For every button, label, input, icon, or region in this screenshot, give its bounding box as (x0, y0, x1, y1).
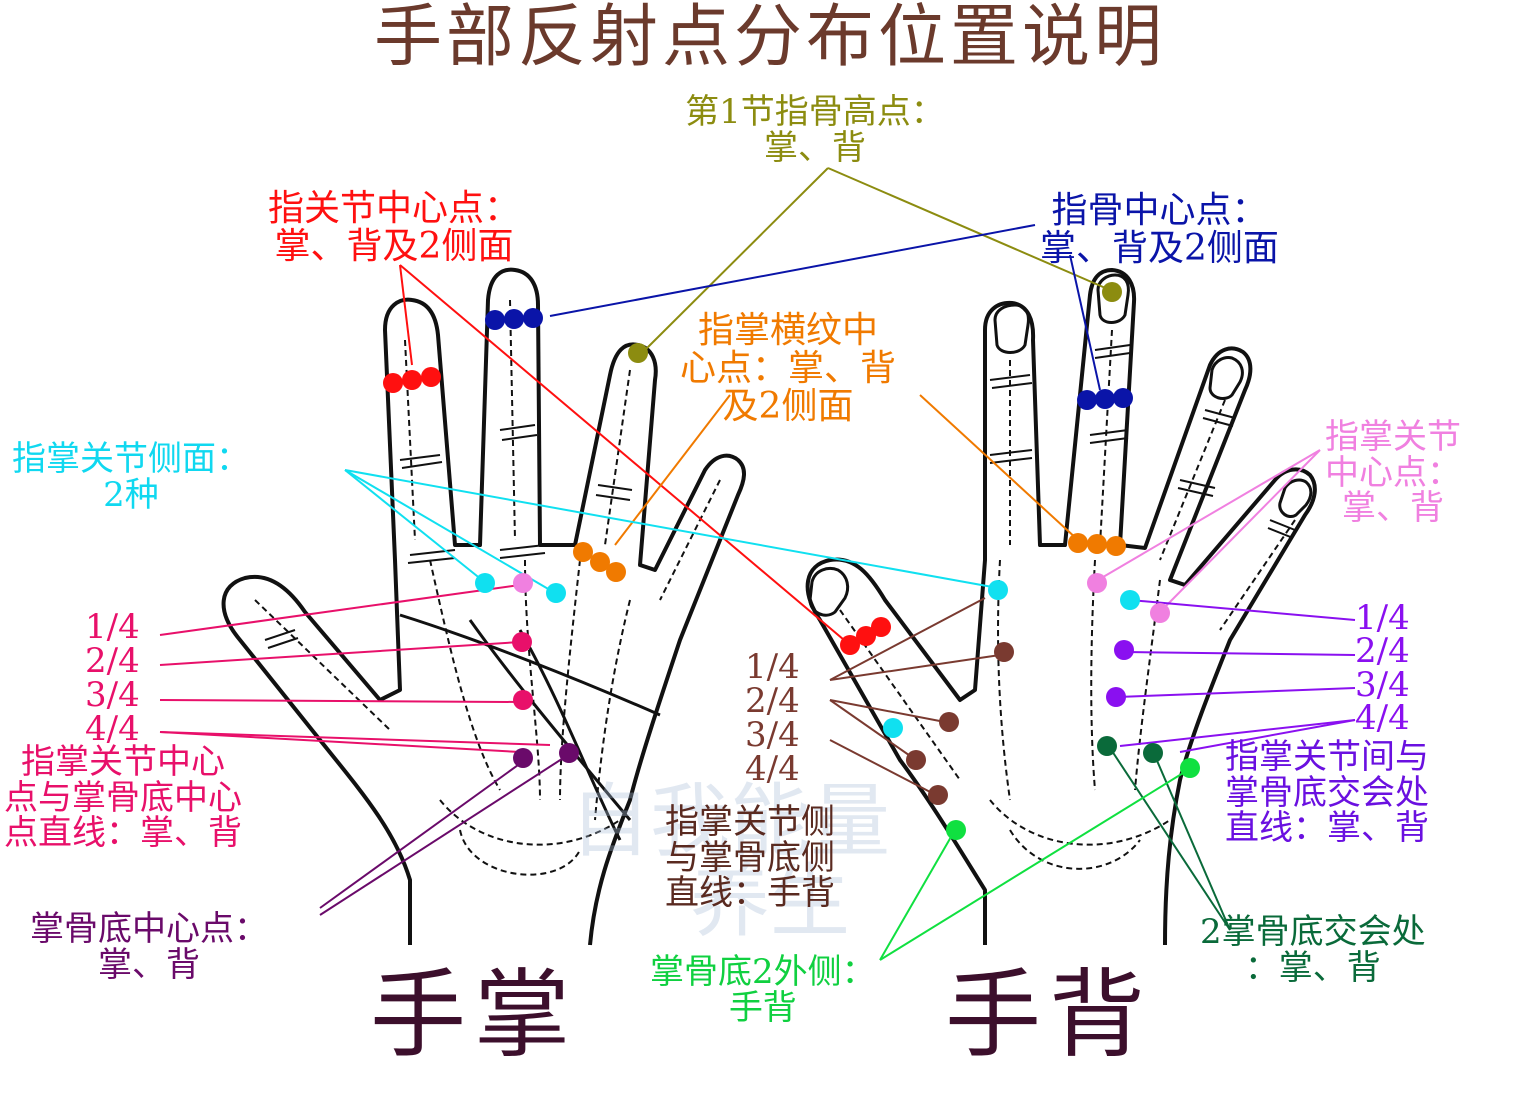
reflex-point-brown (994, 642, 1014, 662)
reflex-point-blue (523, 308, 543, 328)
watermark-line-2: 养生 (690, 855, 850, 948)
label-metacarpal-base-cross: 2掌骨底交会处：掌、背 (1200, 912, 1426, 988)
label-mcp-between-line: 指掌关节间与掌骨底交会处直线：掌、背 (1225, 737, 1429, 849)
reflex-point-red (383, 373, 403, 393)
reflex-point-pink (1087, 573, 1107, 593)
label-phalanx-center: 指骨中心点：掌、背及2侧面 (1040, 190, 1279, 269)
back-label: 手背 (945, 959, 1153, 1071)
reflex-points (383, 282, 1200, 840)
reflex-point-orange (1087, 534, 1107, 554)
palm-hand-outline (221, 267, 746, 946)
reflex-point-olive (1102, 282, 1122, 302)
reflex-point-brown (906, 750, 926, 770)
reflex-point-blue (1095, 389, 1115, 409)
reflex-point-blue (504, 309, 524, 329)
label-finger-joint-center: 指关节中心点：掌、背及2侧面 (268, 188, 521, 267)
label-metacarpal-base-center: 掌骨底中心点：掌、背 (30, 909, 268, 985)
reflex-point-blue (1113, 388, 1133, 408)
reflex-point-olive (628, 343, 648, 363)
reflex-point-green (1180, 758, 1200, 778)
page-title: 手部反射点分布位置说明 (373, 0, 1166, 77)
reflex-point-red (402, 370, 422, 390)
back-hand-outline (805, 268, 1317, 946)
reflex-point-pink (1150, 603, 1170, 623)
reflex-point-cyan (475, 573, 495, 593)
reflex-point-purple (559, 743, 579, 763)
reflex-point-magenta (513, 690, 533, 710)
leader-lines (159, 167, 1356, 961)
reflex-point-pink (513, 573, 533, 593)
reflex-point-cyan (1120, 590, 1140, 610)
reflex-point-brown (928, 785, 948, 805)
reflex-point-red (840, 635, 860, 655)
label-mcp-side: 指掌关节侧面：2种 (12, 439, 250, 515)
reflex-point-orange (1106, 536, 1126, 556)
reflex-point-darkgreen (1143, 743, 1163, 763)
label-metacarpal-base-outer: 掌骨底2外侧：手背 (650, 952, 876, 1028)
reflex-point-violet (1114, 640, 1134, 660)
label-mcp-center: 指掌关节中心点：掌、背 (1325, 417, 1461, 529)
reflex-point-darkgreen (1097, 736, 1117, 756)
reflex-point-violet (1106, 687, 1126, 707)
reflex-point-green (946, 820, 966, 840)
label-mcp-side-line: 指掌关节侧与掌骨底侧直线：手背 (665, 802, 835, 914)
reflex-point-magenta (512, 632, 532, 652)
reflex-point-purple (513, 748, 533, 768)
label-palm-mcp-line: 指掌关节中心点与掌骨底中心点直线：掌、背 (4, 742, 242, 854)
label-palm-crease-center: 指掌横纹中心点：掌、背及2侧面 (680, 310, 897, 427)
reflex-point-orange (590, 552, 610, 572)
reflex-point-red (421, 367, 441, 387)
reflex-point-blue (1077, 390, 1097, 410)
reflex-point-brown (939, 712, 959, 732)
reflex-point-cyan (988, 580, 1008, 600)
reflex-point-red (871, 617, 891, 637)
reflex-point-orange (1068, 533, 1088, 553)
reflex-point-blue (485, 310, 505, 330)
palm-label: 手掌 (370, 959, 578, 1071)
watermark-line-1: 自我能量 (570, 775, 890, 868)
label-knuckle-peak: 第1节指骨高点：掌、背 (685, 92, 945, 168)
reflex-point-orange (573, 542, 593, 562)
reflex-point-cyan (546, 583, 566, 603)
reflex-point-red (856, 626, 876, 646)
reflex-point-orange (606, 562, 626, 582)
reflex-point-cyan (883, 718, 903, 738)
